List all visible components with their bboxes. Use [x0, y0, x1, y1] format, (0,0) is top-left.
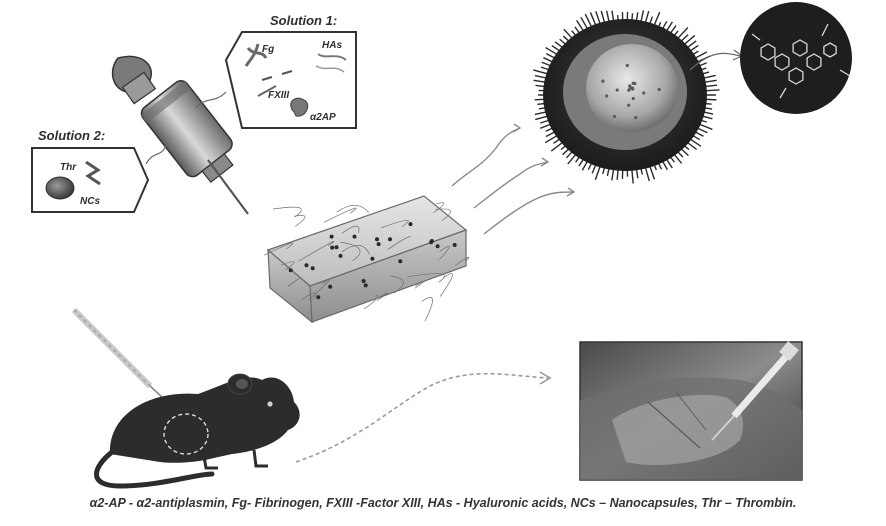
fg-label: Fg: [262, 44, 274, 55]
ncs-label: NCs: [80, 196, 100, 207]
a2ap-label: α2AP: [310, 112, 336, 123]
figure-caption: α2-AP - α2-antiplasmin, Fg- Fibrinogen, …: [0, 496, 886, 510]
fxiii-label: FXIII: [268, 90, 289, 101]
molecular-zoom: [740, 2, 852, 114]
wavy-arrows: [452, 124, 574, 234]
nanocapsule-sphere: [533, 10, 719, 183]
hydrogel-block: [264, 196, 469, 322]
has-label: HAs: [322, 40, 342, 51]
solution-1-title: Solution 1:: [270, 13, 337, 28]
dashed-arrow: [296, 374, 548, 462]
thr-label: Thr: [60, 162, 77, 173]
mouse-illustration: [74, 310, 300, 486]
clinical-injection-photo: [580, 341, 802, 480]
solution-2-title: Solution 2:: [38, 128, 105, 143]
